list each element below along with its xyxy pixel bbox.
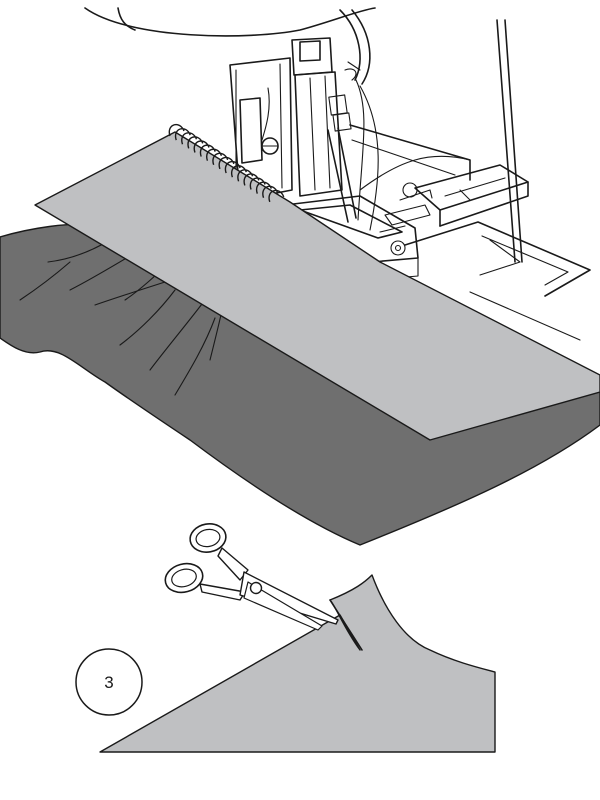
top-fabric — [34, 131, 600, 441]
overlock-stitch-loops — [168, 123, 285, 203]
step-number-circle: 3 — [75, 648, 143, 716]
scissors-icon — [164, 523, 339, 631]
step-number-label: 3 — [104, 673, 113, 692]
trim-fabric — [99, 574, 496, 753]
overlock-stitching — [168, 123, 285, 203]
